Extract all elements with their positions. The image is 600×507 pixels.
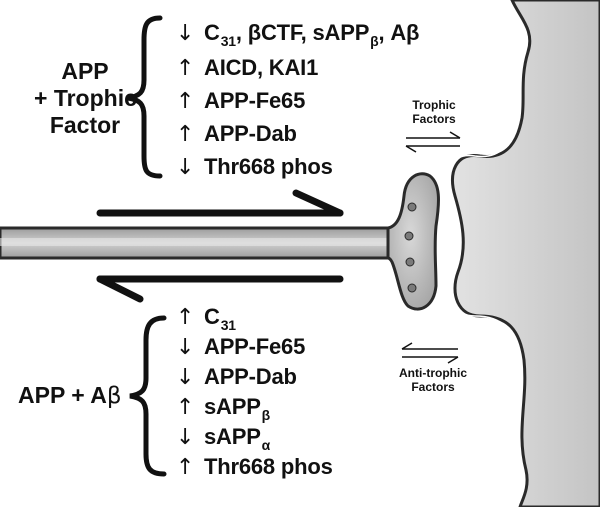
retrograde-arrow — [96, 275, 344, 303]
vesicle — [407, 283, 417, 293]
vesicle — [407, 202, 417, 212]
bottom-item-2: ↓APP-Fe65 — [176, 334, 306, 360]
top-group-label: APP + Trophic Factor — [34, 58, 137, 139]
top-label-line3: Factor — [49, 112, 121, 138]
down-arrow-icon: ↓ — [176, 365, 195, 390]
anti-trophic-factors-label: Anti-trophic Factors — [399, 366, 467, 394]
down-arrow-icon: ↓ — [176, 21, 195, 46]
bottom-brace — [129, 315, 167, 477]
top-item-2: ↑AICD, KAI1 — [176, 55, 319, 81]
trophic-exchange-arrows — [405, 131, 461, 153]
top-label-line1: APP — [61, 58, 109, 84]
axon-terminal — [386, 172, 440, 311]
bottom-item-1: ↑C31 — [176, 304, 236, 333]
vesicle — [405, 257, 415, 267]
up-arrow-icon: ↑ — [176, 455, 195, 480]
vesicle — [404, 231, 414, 241]
up-arrow-icon: ↑ — [176, 56, 195, 81]
top-brace — [127, 15, 163, 179]
top-item-4: ↑APP-Dab — [176, 121, 297, 147]
down-arrow-icon: ↓ — [176, 155, 195, 180]
down-arrow-icon: ↓ — [176, 335, 195, 360]
up-arrow-icon: ↑ — [176, 395, 195, 420]
top-item-1: ↓C31, βCTF, sAPPβ, Aβ — [176, 20, 420, 49]
bottom-item-3: ↓APP-Dab — [176, 364, 297, 390]
up-arrow-icon: ↑ — [176, 89, 195, 114]
trophic-factors-label: Trophic Factors — [412, 98, 456, 126]
top-item-3: ↑APP-Fe65 — [176, 88, 306, 114]
bottom-item-4: ↑sAPPβ — [176, 394, 271, 423]
up-arrow-icon: ↑ — [176, 305, 195, 330]
bottom-item-5: ↓sAPPα — [176, 424, 271, 453]
synaptic-vesicles — [404, 202, 417, 293]
up-arrow-icon: ↑ — [176, 122, 195, 147]
bottom-item-6: ↑Thr668 phos — [176, 454, 333, 480]
bottom-group-label: APP + Aβ — [18, 382, 122, 409]
top-item-5: ↓Thr668 phos — [176, 154, 333, 180]
anterograde-arrow — [96, 189, 344, 217]
down-arrow-icon: ↓ — [176, 425, 195, 450]
postsynaptic-cell — [451, 0, 600, 507]
top-label-line2: + Trophic — [34, 85, 137, 111]
anti-trophic-exchange-arrows — [401, 342, 459, 364]
